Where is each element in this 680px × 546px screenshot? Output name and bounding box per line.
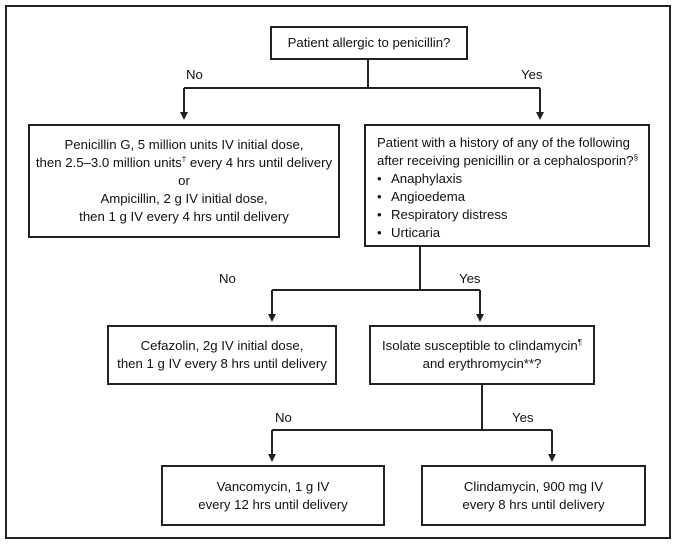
isolate-line2: and erythromycin**? xyxy=(422,356,542,371)
diagram-frame xyxy=(5,5,671,539)
section-footnote: § xyxy=(633,153,639,162)
vancomycin-regimen-box: Vancomycin, 1 g IV every 12 hrs until de… xyxy=(161,465,385,526)
root-question-text: Patient allergic to penicillin? xyxy=(287,35,451,50)
penicillin-regimen-box: Penicillin G, 5 million units IV initial… xyxy=(28,124,340,238)
label-no-isolate: No xyxy=(275,410,292,425)
cefazolin-line1: Cefazolin, 2g IV initial dose, xyxy=(140,338,304,353)
pilcrow-footnote: ¶ xyxy=(577,338,582,347)
penicillin-line2: then 2.5–3.0 million units† every 4 hrs … xyxy=(35,155,333,170)
list-item: Urticaria xyxy=(377,224,648,242)
ampicillin-line1: Ampicillin, 2 g IV initial dose, xyxy=(100,191,268,206)
list-item: Angioedema xyxy=(377,188,648,206)
clindamycin-regimen-box: Clindamycin, 900 mg IV every 8 hrs until… xyxy=(421,465,646,526)
vancomycin-line1: Vancomycin, 1 g IV xyxy=(216,478,330,494)
root-question-box: Patient allergic to penicillin? xyxy=(270,26,468,60)
penicillin-or: or xyxy=(178,173,190,188)
allergy-history-box: Patient with a history of any of the fol… xyxy=(364,124,650,247)
vancomycin-line2: every 12 hrs until delivery xyxy=(198,496,348,512)
label-yes-history: Yes xyxy=(459,271,481,286)
label-yes-allergy: Yes xyxy=(521,67,543,82)
penicillin-line1: Penicillin G, 5 million units IV initial… xyxy=(64,137,304,152)
cefazolin-line2: then 1 g IV every 8 hrs until delivery xyxy=(117,356,327,371)
label-yes-isolate: Yes xyxy=(512,410,534,425)
history-line2: after receiving penicillin or a cephalos… xyxy=(377,153,639,168)
dagger-footnote: † xyxy=(181,155,187,164)
isolate-line1: Isolate susceptible to clindamycin¶ xyxy=(381,338,582,353)
cefazolin-regimen-box: Cefazolin, 2g IV initial dose, then 1 g … xyxy=(107,325,337,385)
list-item: Anaphylaxis xyxy=(377,170,648,188)
isolate-susceptibility-box: Isolate susceptible to clindamycin¶ and … xyxy=(369,325,595,385)
clindamycin-line2: every 8 hrs until delivery xyxy=(462,496,605,512)
label-no-history: No xyxy=(219,271,236,286)
clindamycin-line1: Clindamycin, 900 mg IV xyxy=(463,478,604,494)
label-no-allergy: No xyxy=(186,67,203,82)
history-symptom-list: Anaphylaxis Angioedema Respiratory distr… xyxy=(377,170,648,242)
history-line1: Patient with a history of any of the fol… xyxy=(377,135,630,150)
ampicillin-line2: then 1 g IV every 4 hrs until delivery xyxy=(79,209,289,224)
list-item: Respiratory distress xyxy=(377,206,648,224)
